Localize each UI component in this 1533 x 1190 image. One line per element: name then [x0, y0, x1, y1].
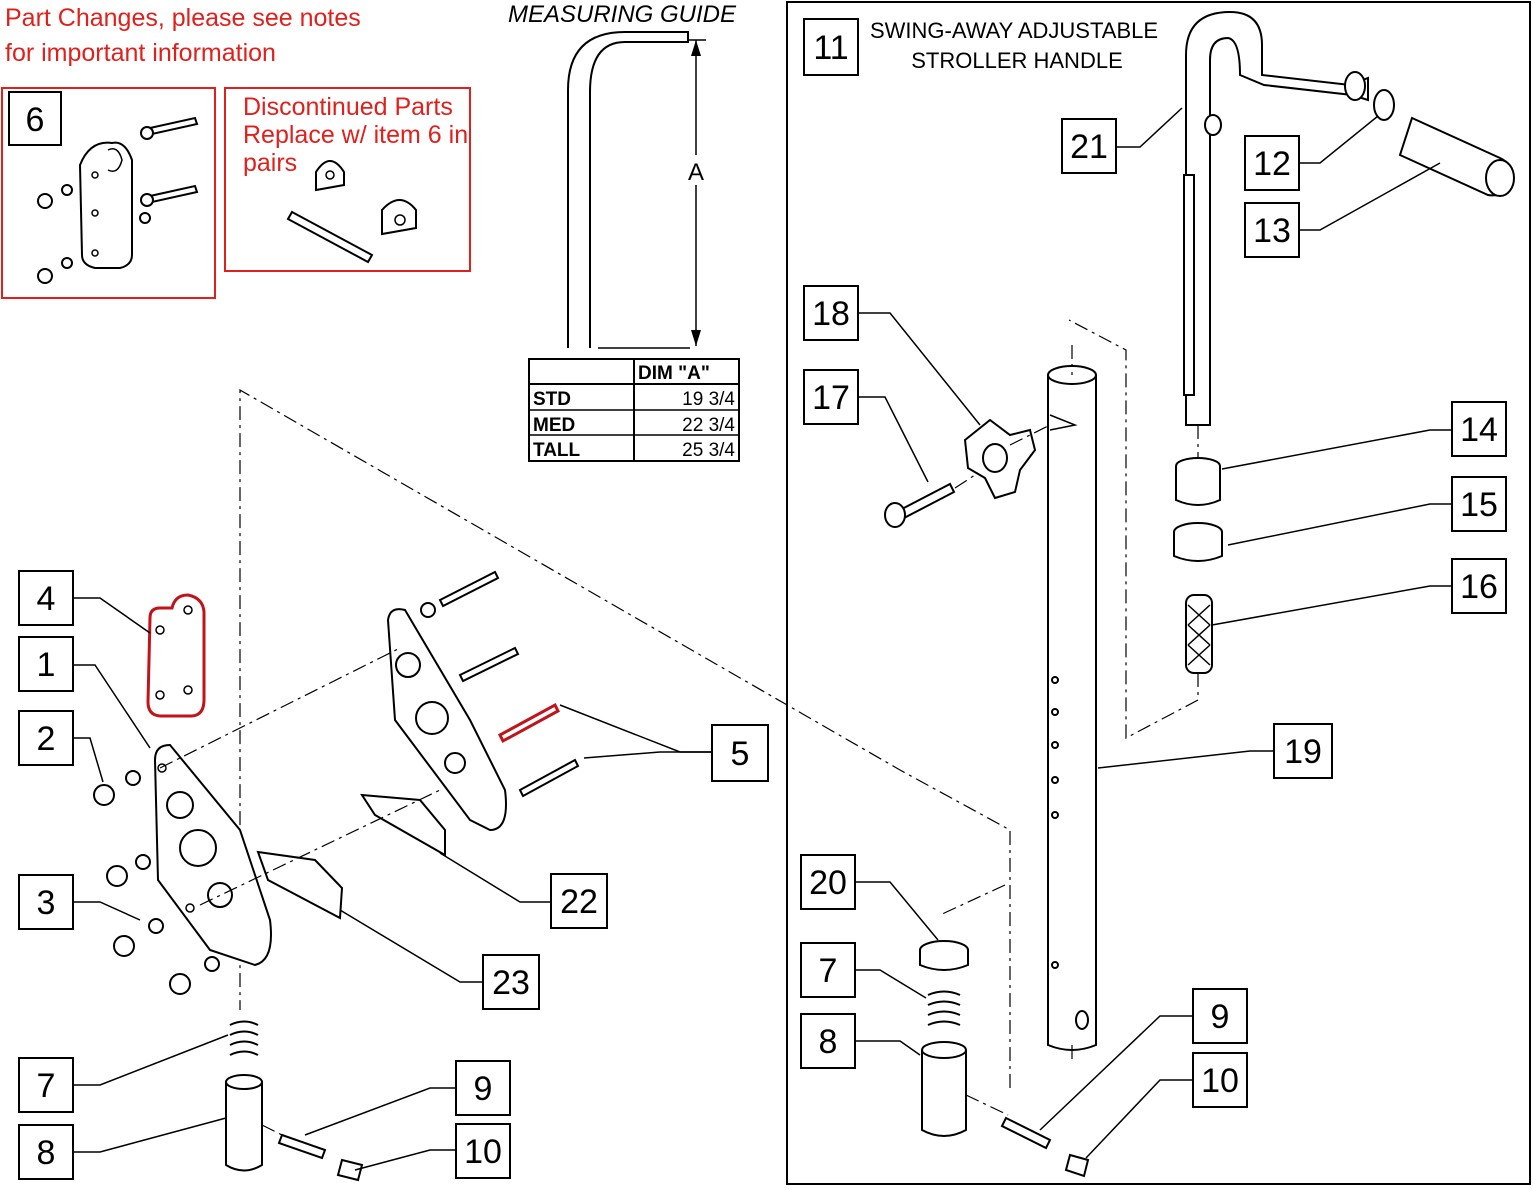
- assembly-title-line2: STROLLER HANDLE: [911, 48, 1123, 73]
- part-changes-note-line2: for important information: [5, 39, 276, 67]
- callout-3[interactable]: 3: [18, 874, 74, 930]
- callout-20[interactable]: 20: [800, 854, 856, 910]
- measuring-guide-title: MEASURING GUIDE: [508, 1, 737, 28]
- callout-19[interactable]: 19: [1273, 723, 1333, 779]
- discontinued-frame: [224, 87, 471, 272]
- callout-12[interactable]: 12: [1244, 135, 1300, 191]
- table-row-tall-label: TALL: [533, 440, 581, 461]
- callout-7-right[interactable]: 7: [800, 942, 856, 998]
- svg-text:17: 17: [812, 379, 850, 417]
- stroller-handle-drawing: [239, 10, 1515, 1178]
- discontinued-parts-drawing: [286, 160, 417, 264]
- callout-1[interactable]: 1: [18, 636, 74, 692]
- svg-text:1: 1: [37, 646, 56, 684]
- callout-4[interactable]: 4: [18, 570, 74, 626]
- svg-text:19: 19: [1284, 733, 1322, 771]
- callout-8-left[interactable]: 8: [18, 1124, 74, 1180]
- svg-text:16: 16: [1460, 568, 1498, 606]
- hinge-plate-assembly-drawing: [93, 570, 580, 1182]
- svg-text:18: 18: [812, 295, 850, 333]
- callout-10-left[interactable]: 10: [455, 1123, 511, 1179]
- assembly-11-frame: [786, 1, 1531, 1185]
- table-row-std-value: 19 3/4: [682, 389, 735, 410]
- measuring-guide-tube: [567, 31, 706, 349]
- discontinued-note-line2: Replace w/ item 6 in: [243, 121, 468, 149]
- svg-text:22: 22: [560, 883, 598, 921]
- callout-9-right[interactable]: 9: [1192, 988, 1248, 1044]
- callout-10-right[interactable]: 10: [1192, 1052, 1248, 1108]
- callout-21[interactable]: 21: [1061, 118, 1117, 174]
- callout-11[interactable]: 11: [803, 18, 859, 76]
- callout-18[interactable]: 18: [803, 285, 859, 341]
- table-row-std-label: STD: [533, 389, 571, 410]
- svg-text:9: 9: [474, 1070, 493, 1108]
- table-row-med-value: 22 3/4: [682, 415, 735, 436]
- svg-text:9: 9: [1211, 998, 1230, 1036]
- leader-lines: [73, 107, 1452, 1171]
- callout-13[interactable]: 13: [1244, 202, 1300, 258]
- callout-2[interactable]: 2: [18, 710, 74, 766]
- table-header-dim: DIM "A": [638, 363, 710, 384]
- callout-7-left[interactable]: 7: [18, 1057, 74, 1113]
- dimension-a-label: A: [688, 159, 704, 186]
- svg-text:8: 8: [819, 1023, 838, 1061]
- svg-text:8: 8: [37, 1134, 56, 1172]
- dimension-table: DIM "A" STD 19 3/4 MED 22 3/4 TALL 25 3/…: [528, 358, 740, 462]
- svg-text:2: 2: [37, 720, 56, 758]
- svg-text:4: 4: [37, 580, 56, 618]
- callout-23[interactable]: 23: [482, 954, 540, 1010]
- discontinued-note-line1: Discontinued Parts: [243, 93, 453, 121]
- svg-text:12: 12: [1253, 145, 1291, 183]
- svg-text:3: 3: [37, 884, 56, 922]
- svg-text:15: 15: [1460, 486, 1498, 524]
- callout-15[interactable]: 15: [1451, 476, 1507, 532]
- callout-6[interactable]: 6: [8, 91, 62, 146]
- callout-9-left[interactable]: 9: [455, 1060, 511, 1116]
- svg-text:11: 11: [813, 29, 848, 67]
- callout-16[interactable]: 16: [1451, 558, 1507, 614]
- table-row-tall-value: 25 3/4: [682, 440, 735, 461]
- svg-text:6: 6: [26, 101, 45, 139]
- callout-14[interactable]: 14: [1451, 401, 1507, 457]
- table-row-med-label: MED: [533, 415, 575, 436]
- callout-17[interactable]: 17: [803, 369, 859, 425]
- callout-8-right[interactable]: 8: [800, 1013, 856, 1069]
- svg-text:21: 21: [1070, 128, 1108, 166]
- svg-text:13: 13: [1253, 212, 1291, 250]
- svg-text:10: 10: [1201, 1062, 1239, 1100]
- item6-frame: [1, 87, 216, 299]
- part-changes-note-line1: Part Changes, please see notes: [5, 4, 361, 32]
- callout-5[interactable]: 5: [711, 724, 769, 782]
- item5-highlighted-screw: [498, 702, 560, 744]
- svg-text:23: 23: [492, 964, 530, 1002]
- discontinued-note-line3: pairs: [243, 149, 297, 177]
- bracket-item6-drawing: [37, 116, 199, 284]
- svg-text:10: 10: [464, 1133, 502, 1171]
- svg-text:14: 14: [1460, 411, 1498, 449]
- callout-22[interactable]: 22: [550, 873, 608, 929]
- svg-text:20: 20: [809, 864, 847, 902]
- svg-text:7: 7: [37, 1067, 56, 1105]
- svg-text:5: 5: [731, 735, 750, 773]
- svg-text:7: 7: [819, 952, 838, 990]
- assembly-title-line1: SWING-AWAY ADJUSTABLE: [870, 18, 1158, 43]
